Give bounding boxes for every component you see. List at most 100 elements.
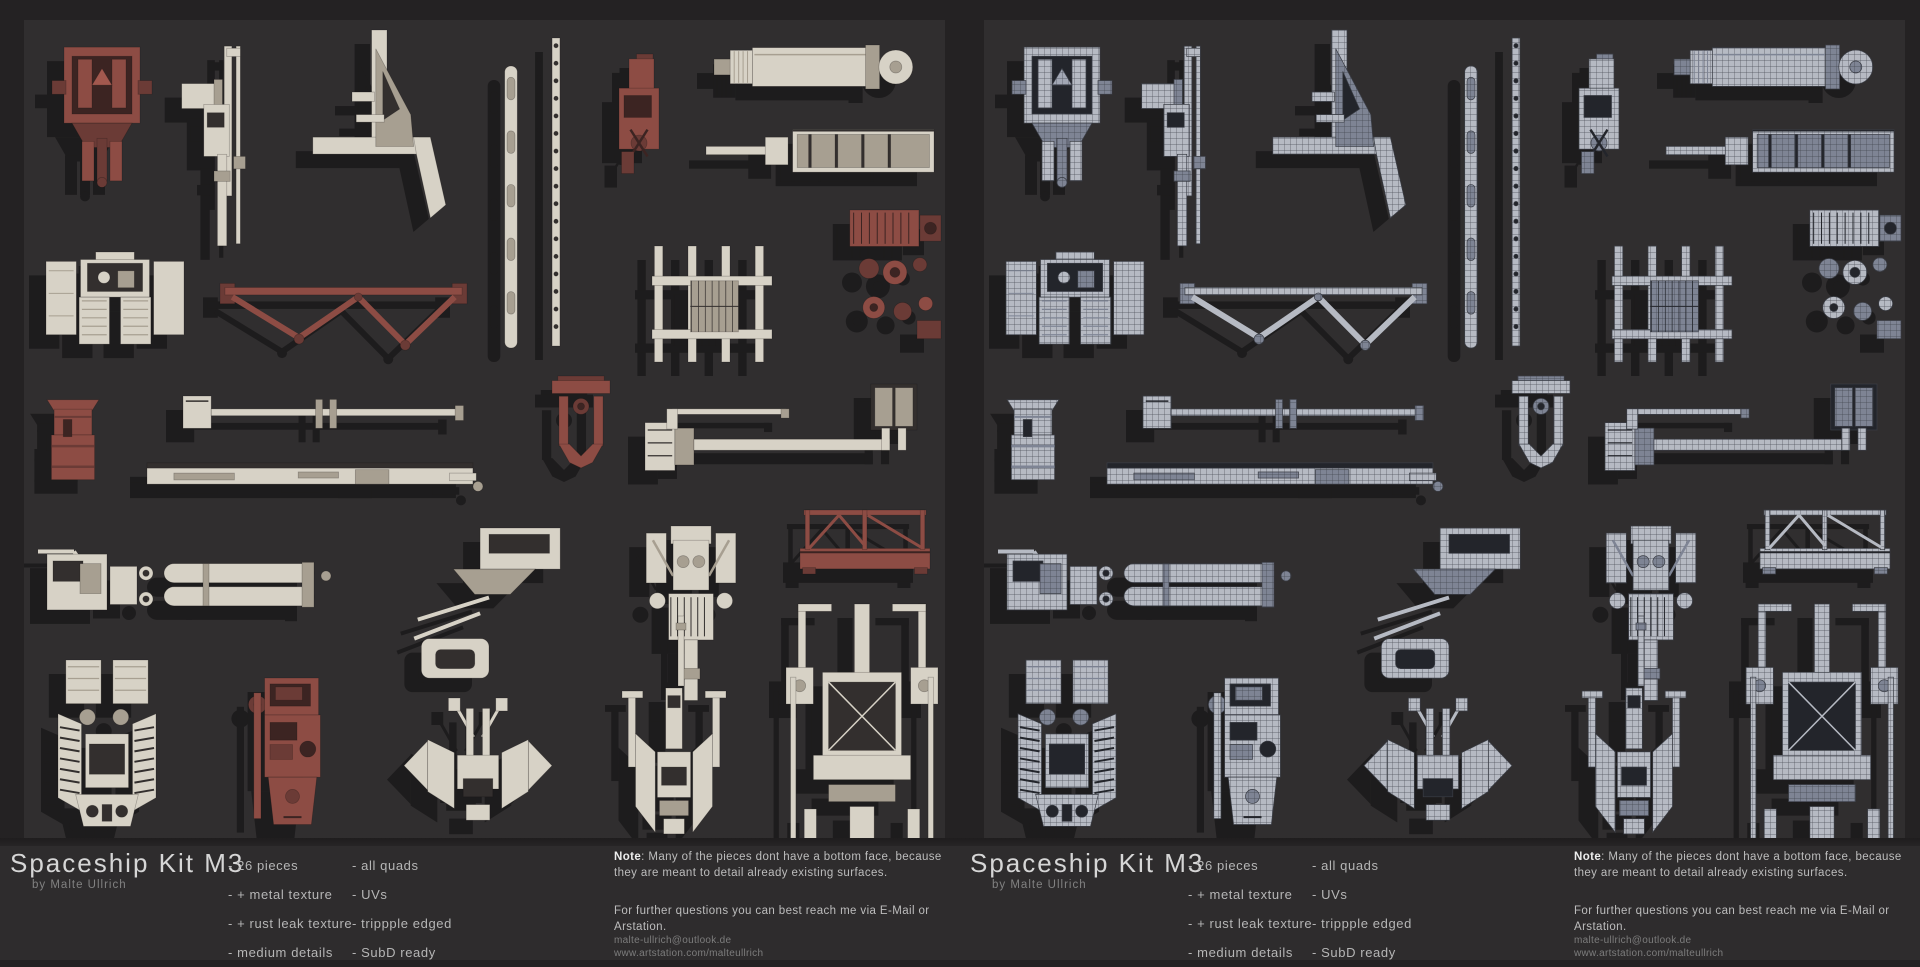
piece-piston-cylinder	[1673, 44, 1874, 90]
feature-list-2: - all quads- UVs- trippple edged- SubD r…	[1312, 851, 1412, 967]
piece-red-gear-tower	[1578, 53, 1620, 174]
email-text: malte-ullrich@outlook.de	[614, 935, 732, 946]
piece-mech-feet	[45, 251, 185, 345]
piece-red-truss	[1179, 283, 1428, 351]
shadow-slotted-rail	[1447, 80, 1461, 362]
feature-item: - trippple edged	[1312, 916, 1412, 931]
feature-item: - 26 pieces	[1188, 858, 1259, 873]
piece-piston-cylinder	[713, 44, 914, 90]
piece-pipe-column	[1141, 45, 1206, 247]
piece-red-barrel-stack	[46, 399, 100, 481]
piece-pipe-radiator-run	[644, 383, 918, 471]
piece-red-engine-cluster	[1809, 209, 1902, 340]
model-sheet-textured	[24, 20, 945, 842]
piece-hole-rail	[551, 37, 561, 347]
shadow-red-truss	[203, 297, 450, 365]
piece-valve-funnel-pipes	[1373, 527, 1521, 679]
note-text: Note: Many of the pieces dont have a bot…	[614, 850, 944, 881]
piece-slotted-rail	[1464, 65, 1478, 349]
feature-item: - 26 pieces	[228, 858, 299, 873]
note-label: Note	[1574, 851, 1602, 863]
piece-pipe-radiator-run	[1604, 383, 1878, 471]
caption-divider	[960, 838, 1920, 846]
note-label: Note	[614, 851, 642, 863]
piece-diamond-mech	[1363, 697, 1513, 821]
email-text: malte-ullrich@outlook.de	[1574, 935, 1692, 946]
feature-list-1: - 26 pieces - + metal texture - + rust lea…	[228, 851, 352, 967]
contact-text: For further questions you can best reach…	[614, 905, 930, 933]
feature-item: - + metal texture	[1188, 887, 1293, 902]
piece-h-grid-frame	[651, 245, 773, 363]
piece-hole-rail	[1511, 37, 1521, 347]
panel-textured: Spaceship Kit M3 by Malte Ullrich - 26 p…	[0, 0, 960, 960]
feature-item: - + rust leak texture	[1188, 916, 1313, 931]
piece-red-cage-basket	[1759, 509, 1891, 575]
feature-item: - medium details	[1188, 945, 1293, 960]
feature-item: - + rust leak texture	[228, 916, 353, 931]
kit-author: by Malte Ullrich	[32, 879, 127, 891]
piece-twin-tank-assembly	[38, 549, 332, 611]
shadow-hole-rail	[535, 52, 543, 360]
shadow-pin-rod	[1619, 630, 1629, 700]
feature-item: - + metal texture	[228, 887, 333, 902]
feature-item: - all quads	[1312, 858, 1379, 873]
piece-corner-bracket	[1272, 29, 1407, 219]
feature-item: - UVs	[352, 887, 388, 902]
piece-diamond-mech	[403, 697, 553, 821]
kit-title: Spaceship Kit M3	[10, 848, 245, 878]
feature-item: - all quads	[352, 858, 419, 873]
piece-landing-gear	[785, 603, 939, 842]
piece-corner-bracket	[312, 29, 447, 219]
note-text: Note: Many of the pieces dont have a bot…	[1574, 850, 1904, 881]
piece-red-press-machine	[1208, 677, 1281, 825]
piece-slotted-rail	[504, 65, 518, 349]
piece-grill-beam	[705, 129, 935, 173]
piece-red-barrel-stack	[1006, 399, 1060, 481]
contact-text: For further questions you can best reach…	[1574, 905, 1890, 933]
piece-red-anchor-press	[51, 46, 153, 188]
shadow-hole-rail	[1495, 52, 1503, 360]
shadow-slotted-rail	[487, 80, 501, 362]
piece-red-anchor-press	[1011, 46, 1113, 188]
feature-list-2: - all quads - UVs - trippple edged - SubD r…	[352, 851, 452, 967]
feature-item: - SubD ready	[1312, 945, 1396, 960]
piece-long-rail	[1106, 462, 1444, 492]
piece-red-engine-cluster	[849, 209, 942, 340]
note-body: : Many of the pieces dont have a bottom …	[614, 851, 942, 879]
piece-landing-gear	[1745, 603, 1899, 842]
piece-red-press-machine	[248, 677, 321, 825]
piece-pin-rod	[675, 615, 687, 687]
panel-wireframe: Spaceship Kit M3 by Malte Ullrich - 26 p…	[960, 0, 1920, 960]
piece-red-clamp	[551, 375, 611, 469]
piece-rod-with-plate	[182, 395, 464, 429]
caption-bar: Spaceship Kit M3 by Malte Ullrich - 26 p…	[960, 846, 1920, 960]
website-text: www.artstation.com/malteullrich	[614, 947, 764, 959]
piece-shoulder-mech	[1605, 525, 1697, 701]
piece-mech-feet	[1005, 251, 1145, 345]
piece-long-rail	[146, 462, 484, 492]
piece-twin-tank-assembly	[998, 549, 1292, 611]
website-text: www.artstation.com/malteullrich	[1574, 947, 1724, 959]
piece-valve-funnel-pipes	[413, 527, 561, 679]
piece-pin-rod	[1635, 615, 1647, 687]
piece-engine-block	[57, 659, 157, 827]
piece-red-cage-basket	[799, 509, 931, 575]
piece-red-clamp	[1511, 375, 1571, 469]
piece-pipe-column	[181, 45, 246, 247]
piece-h-grid-frame	[1611, 245, 1733, 363]
piece-red-truss	[219, 283, 468, 351]
caption-divider	[0, 838, 960, 846]
contact-links: malte-ullrich@outlook.de www.artstation.…	[614, 935, 944, 960]
contact-links: malte-ullrich@outlook.de www.artstation.…	[1574, 935, 1904, 960]
piece-red-gear-tower	[618, 53, 660, 174]
shadow-red-truss	[1163, 297, 1410, 365]
feature-item: - trippple edged	[352, 916, 452, 931]
textured-pieces-render	[24, 29, 942, 842]
feature-item: - SubD ready	[352, 945, 436, 960]
model-sheet-wireframe	[984, 20, 1905, 842]
caption-bar: Spaceship Kit M3 by Malte Ullrich - 26 p…	[0, 846, 960, 960]
kit-author: by Malte Ullrich	[992, 879, 1087, 891]
piece-grill-beam	[1665, 129, 1895, 173]
feature-list-1: - 26 pieces - + metal texture - + rust lea…	[1188, 851, 1312, 967]
piece-engine-block	[1017, 659, 1117, 827]
